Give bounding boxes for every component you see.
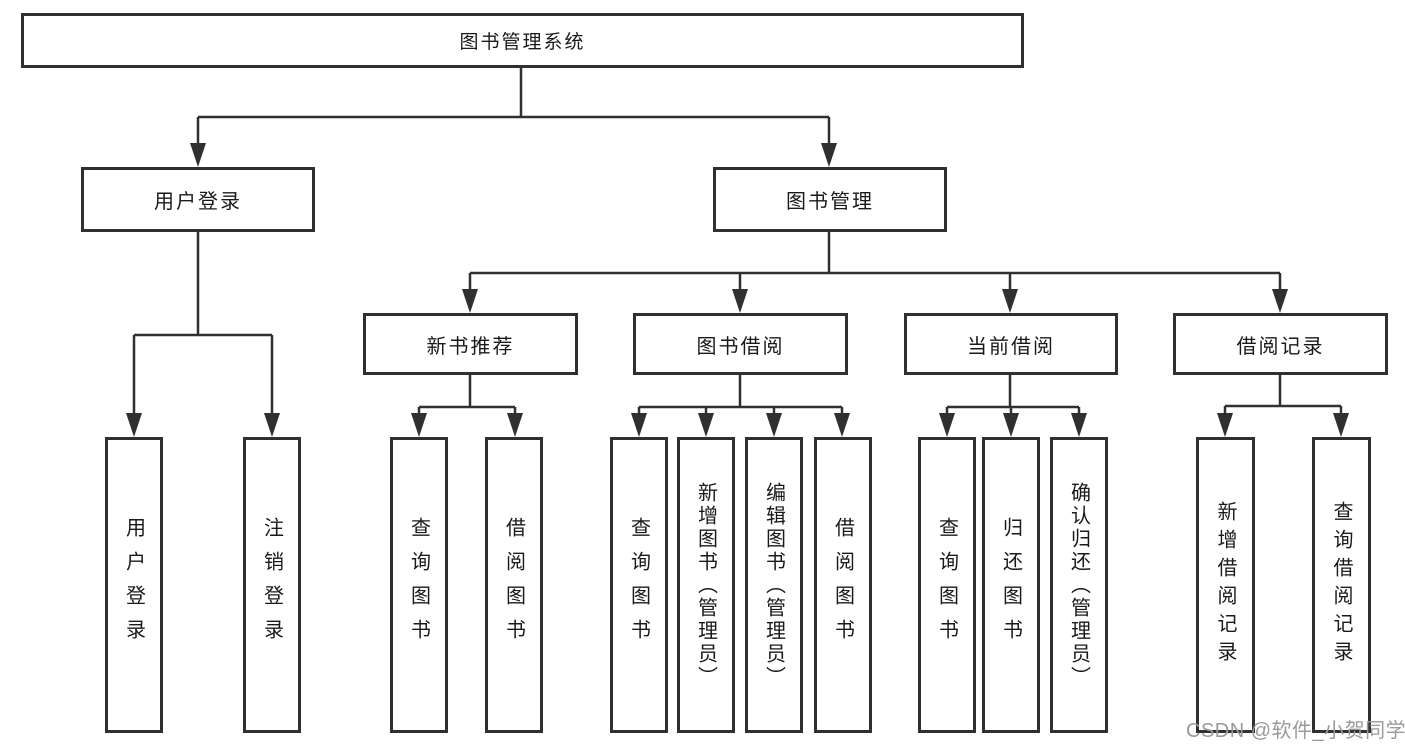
arrowhead-icon	[821, 143, 837, 167]
arrowhead-icon	[1333, 413, 1349, 437]
leaf-add-books-admin: 新增图书（管理员）	[677, 437, 735, 733]
arrowhead-icon	[1002, 289, 1018, 313]
arrowhead-icon	[732, 289, 748, 313]
node-user-login: 用户登录	[81, 167, 315, 232]
arrowhead-icon	[939, 413, 955, 437]
arrowhead-icon	[1272, 289, 1288, 313]
leaf-edit-books-admin: 编辑图书（管理员）	[745, 437, 803, 733]
leaf-query-borrow-record: 查询借阅记录	[1312, 437, 1371, 733]
arrowhead-icon	[1003, 413, 1019, 437]
leaf-borrow-books-recommend: 借阅图书	[485, 437, 543, 733]
leaf-query-books-borrow: 查询图书	[610, 437, 668, 733]
node-borrow-records: 借阅记录	[1173, 313, 1388, 375]
leaf-borrow-books: 借阅图书	[814, 437, 872, 733]
node-current-borrow: 当前借阅	[904, 313, 1118, 375]
arrowhead-icon	[698, 413, 714, 437]
leaf-logout: 注销登录	[243, 437, 301, 733]
arrowhead-icon	[507, 413, 523, 437]
arrowhead-icon	[834, 413, 850, 437]
arrowhead-icon	[411, 413, 427, 437]
leaf-user-login: 用户登录	[105, 437, 163, 733]
node-book-management: 图书管理	[713, 167, 947, 232]
arrowhead-icon	[631, 413, 647, 437]
node-new-book-recommend: 新书推荐	[363, 313, 578, 375]
arrowhead-icons	[126, 143, 1349, 437]
leaf-confirm-return-admin: 确认归还（管理员）	[1050, 437, 1108, 733]
csdn-watermark: CSDN @软件_小贺同学	[1186, 720, 1405, 742]
arrowhead-icon	[766, 413, 782, 437]
leaf-query-books-current: 查询图书	[918, 437, 976, 733]
arrowhead-icon	[1217, 413, 1233, 437]
node-system-title: 图书管理系统	[21, 13, 1024, 68]
node-book-borrow: 图书借阅	[633, 313, 848, 375]
leaf-query-books-recommend: 查询图书	[390, 437, 448, 733]
arrowhead-icon	[126, 413, 142, 437]
arrowhead-icon	[1071, 413, 1087, 437]
leaf-return-books: 归还图书	[982, 437, 1040, 733]
arrowhead-icon	[190, 143, 206, 167]
arrowhead-icon	[264, 413, 280, 437]
arrowhead-icon	[462, 289, 478, 313]
leaf-add-borrow-record: 新增借阅记录	[1196, 437, 1255, 733]
